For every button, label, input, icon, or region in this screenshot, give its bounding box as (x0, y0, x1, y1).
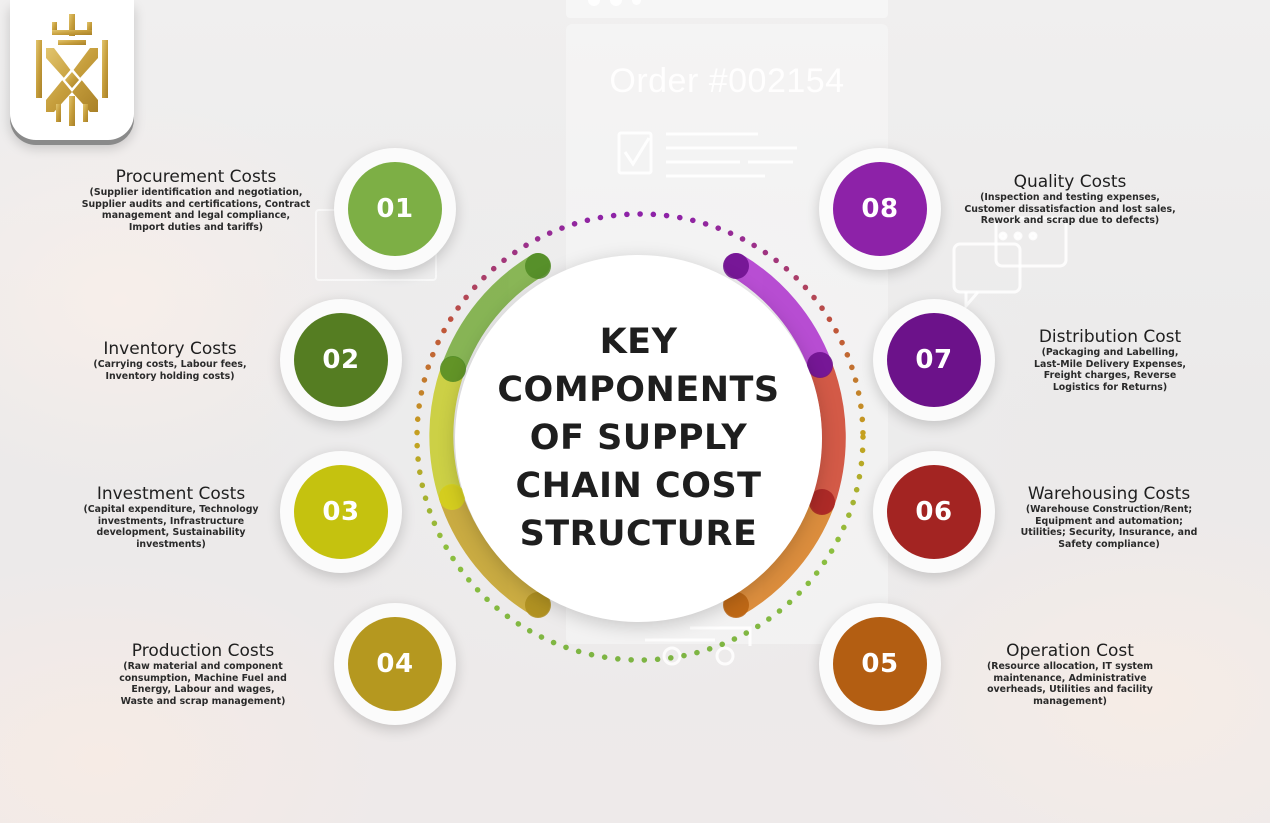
component-label-03: Investment Costs (Capital expenditure, T… (68, 485, 274, 550)
component-title: Production Costs (131, 641, 275, 661)
component-label-07: Distribution Cost (Packaging and Labelli… (1012, 328, 1208, 393)
component-label-05: Operation Cost (Resource allocation, IT … (975, 642, 1165, 707)
background-order-label: Order #002154 (609, 62, 845, 100)
component-bubble-01[interactable]: 01 (334, 148, 456, 270)
component-desc-line: Freight charges, Reverse (1043, 370, 1177, 381)
component-label-04: Production Costs (Raw material and compo… (100, 642, 306, 707)
component-number-07: 07 (887, 313, 981, 407)
component-desc-line: development, Sustainability (96, 527, 246, 538)
arc-03 (439, 485, 550, 617)
component-desc-line: Customer dissatisfaction and lost sales, (964, 203, 1176, 215)
background-dot (610, 0, 622, 6)
dotted-ring (414, 211, 866, 663)
center-title-line: KEY (599, 322, 678, 362)
component-desc-line: Waste and scrap management) (120, 695, 286, 707)
component-title: Inventory Costs (103, 339, 237, 359)
center-title: KEY COMPONENTS OF SUPPLY CHAIN COST STRU… (455, 318, 822, 558)
component-number-02: 02 (294, 313, 388, 407)
component-number-06: 06 (887, 465, 981, 559)
component-bubble-02[interactable]: 02 (280, 299, 402, 421)
component-desc-line: Equipment and automation; (1035, 515, 1183, 527)
component-desc-line: management) (1033, 695, 1107, 707)
component-desc-line: (Packaging and Labelling, (1041, 347, 1179, 358)
component-label-02: Inventory Costs (Carrying costs, Labour … (70, 340, 270, 382)
center-title-line: OF SUPPLY (529, 418, 748, 458)
component-bubble-06[interactable]: 06 (873, 451, 995, 573)
truck-icon (645, 626, 752, 666)
component-bubble-04[interactable]: 04 (334, 603, 456, 725)
component-desc-line: Energy, Labour and wages, (131, 684, 275, 695)
center-title-line: STRUCTURE (519, 514, 758, 554)
component-desc-line: Logistics for Returns) (1052, 381, 1168, 393)
component-desc-line: (Warehouse Construction/Rent; (1025, 504, 1193, 515)
component-desc-line: Last-Mile Delivery Expenses, (1034, 358, 1186, 370)
component-bubble-03[interactable]: 03 (280, 451, 402, 573)
arc-06 (724, 253, 832, 377)
component-number-05: 05 (833, 617, 927, 711)
component-desc-line: (Raw material and component (123, 661, 283, 672)
component-bubble-05[interactable]: 05 (819, 603, 941, 725)
component-label-06: Warehousing Costs (Warehouse Constructio… (1006, 485, 1212, 550)
component-bubble-07[interactable]: 07 (873, 299, 995, 421)
component-desc-line: overheads, Utilities and facility (987, 684, 1153, 695)
component-bubble-08[interactable]: 08 (819, 148, 941, 270)
component-number-03: 03 (294, 465, 388, 559)
arc-05 (808, 353, 846, 514)
arc-04 (724, 490, 835, 617)
component-desc-line: Inventory holding costs) (105, 370, 235, 382)
logo-card[interactable] (10, 0, 134, 140)
center-title-line: COMPONENTS (497, 370, 780, 410)
background-dot (632, 0, 641, 5)
component-desc-line: (Supplier identification and negotiation… (89, 187, 303, 198)
component-title: Distribution Cost (1038, 327, 1182, 347)
component-desc-line: maintenance, Administrative (993, 672, 1147, 684)
component-desc-line: (Inspection and testing expenses, (980, 192, 1160, 203)
component-desc-line: investments) (136, 538, 206, 550)
component-title: Operation Cost (1006, 641, 1134, 661)
component-desc-line: (Resource allocation, IT system (986, 661, 1154, 672)
checklist-icon (617, 131, 797, 178)
arc-02 (429, 357, 465, 509)
component-desc-line: consumption, Machine Fuel and (119, 672, 287, 684)
component-label-08: Quality Costs (Inspection and testing ex… (950, 173, 1190, 227)
background-topbar (566, 0, 888, 18)
component-desc-line: (Capital expenditure, Technology (83, 504, 259, 515)
component-desc-line: management and legal compliance, (101, 210, 291, 221)
crown-shield-logo-icon (36, 14, 108, 126)
component-desc-line: Utilities; Security, Insurance, and (1020, 527, 1198, 538)
component-desc-line: Supplier audits and certifications, Cont… (81, 198, 311, 210)
component-desc-line: Rework and scrap due to defects) (980, 215, 1160, 226)
arc-01 (441, 253, 550, 381)
component-number-04: 04 (348, 617, 442, 711)
component-label-01: Procurement Costs (Supplier identificati… (76, 168, 316, 233)
component-title: Warehousing Costs (1027, 484, 1191, 504)
component-desc-line: Safety compliance) (1058, 538, 1160, 550)
component-title: Investment Costs (96, 484, 246, 504)
background-dot (588, 0, 600, 6)
chat-bubbles-icon (952, 216, 1068, 311)
center-title-line: CHAIN COST (515, 466, 762, 506)
component-title: Quality Costs (1013, 172, 1127, 192)
component-number-01: 01 (348, 162, 442, 256)
component-desc-line: Import duties and tariffs) (128, 221, 264, 233)
component-desc-line: investments, Infrastructure (97, 515, 245, 527)
component-number-08: 08 (833, 162, 927, 256)
component-desc-line: (Carrying costs, Labour fees, (93, 359, 247, 370)
center-circle (455, 255, 822, 622)
component-title: Procurement Costs (115, 167, 277, 187)
